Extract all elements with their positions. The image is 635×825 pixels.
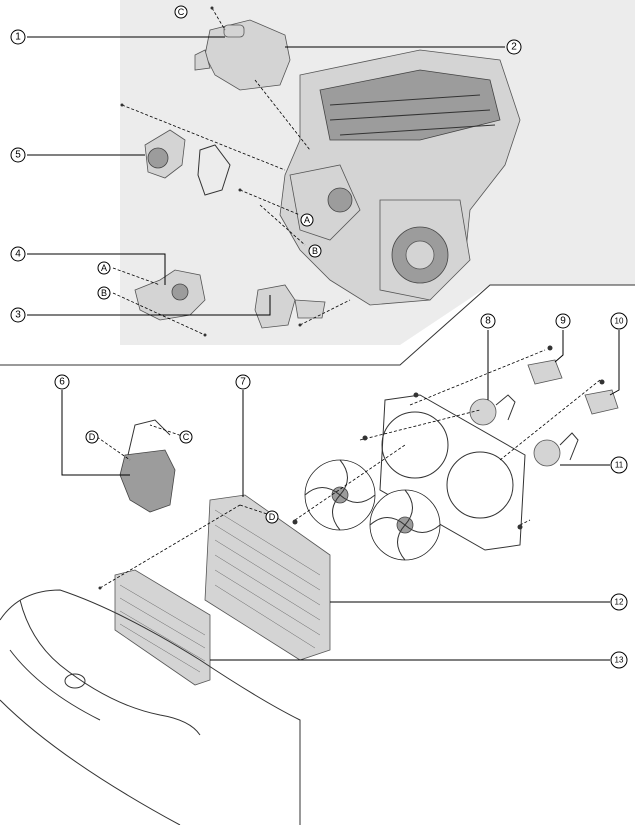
fan-motor-8	[469, 394, 516, 426]
fan-motor-11	[533, 432, 579, 467]
coolant-reserve-tank	[119, 419, 176, 513]
callout-7-label: 7	[240, 377, 246, 388]
callout-10-label: 10	[615, 317, 624, 326]
callout-13-label: 13	[615, 656, 624, 665]
water-pump	[144, 129, 231, 196]
condenser	[114, 569, 211, 686]
bolts	[98, 6, 605, 590]
fan-control-module-10	[584, 389, 619, 415]
ref-d-radiator-label: D	[269, 512, 276, 522]
callout-4-label: 4	[15, 249, 21, 260]
ref-marker-b-engine: B	[308, 244, 322, 258]
ref-marker-d-tank: D	[85, 430, 99, 444]
callout-13: 13	[610, 651, 628, 669]
callout-8: 8	[480, 313, 496, 329]
mount-bracket	[254, 284, 326, 329]
callout-4: 4	[10, 246, 26, 262]
section-divider	[0, 284, 635, 366]
callout-11: 11	[610, 456, 628, 474]
water-inlet	[134, 269, 206, 321]
callout-3-label: 3	[15, 310, 21, 321]
callout-12: 12	[610, 593, 628, 611]
ref-b-inlet-label: B	[101, 288, 107, 298]
ref-marker-b-inlet: B	[97, 286, 111, 300]
vehicle-front-outline	[0, 589, 301, 825]
assembly-lines	[96, 7, 601, 589]
callout-6: 6	[54, 374, 70, 390]
ref-b-engine-label: B	[312, 246, 318, 256]
callout-5: 5	[10, 147, 26, 163]
callout-1-label: 1	[15, 32, 21, 43]
callout-6-label: 6	[59, 377, 65, 388]
ref-marker-a-engine: A	[300, 213, 314, 227]
water-outlet-housing	[194, 19, 291, 91]
fan-control-module-9	[527, 359, 563, 385]
callout-9-label: 9	[560, 316, 566, 327]
engine-block	[279, 49, 521, 306]
ref-marker-a-inlet: A	[97, 261, 111, 275]
ref-c-top-label: C	[178, 7, 185, 17]
callout-9: 9	[555, 313, 571, 329]
callout-8-label: 8	[485, 316, 491, 327]
ref-c-tank-label: C	[183, 432, 190, 442]
fan-shroud	[379, 394, 526, 551]
callout-3: 3	[10, 307, 26, 323]
cooling-fan-left	[304, 459, 376, 531]
callout-10: 10	[610, 312, 628, 330]
callout-5-label: 5	[15, 150, 21, 161]
callout-11-label: 11	[615, 461, 624, 470]
callout-1: 1	[10, 29, 26, 45]
callout-2: 2	[506, 39, 522, 55]
callout-2-label: 2	[511, 42, 517, 53]
callout-12-label: 12	[615, 598, 624, 607]
ref-a-engine-label: A	[304, 215, 310, 225]
ref-d-tank-label: D	[89, 432, 96, 442]
ref-marker-c-tank: C	[179, 430, 193, 444]
ref-a-inlet-label: A	[101, 263, 107, 273]
cooling-fan-right	[369, 489, 441, 561]
leader-lines	[27, 36, 620, 661]
radiator	[204, 494, 331, 661]
callout-7: 7	[235, 374, 251, 390]
ref-marker-d-radiator: D	[265, 510, 279, 524]
ref-marker-c-top: C	[174, 5, 188, 19]
